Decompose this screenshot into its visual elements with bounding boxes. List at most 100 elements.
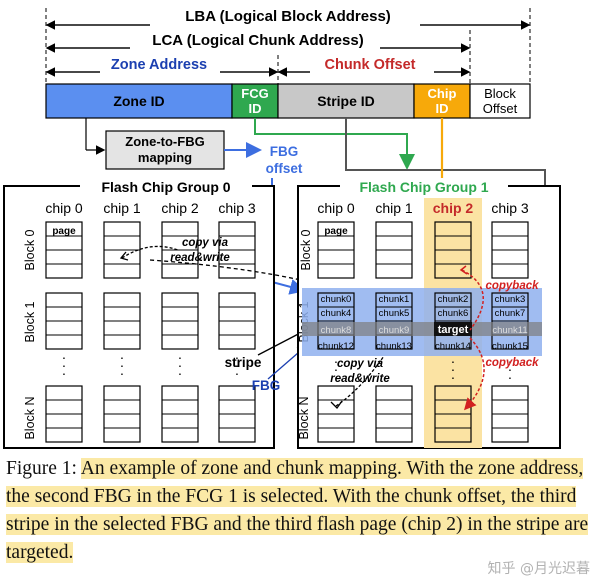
- svg-text:·: ·: [120, 357, 125, 373]
- fcg0-dots: ··· ··· ··· ···: [62, 349, 240, 381]
- fcg1-blocks: [317, 221, 529, 443]
- zone-id-field: [45, 83, 233, 119]
- svg-text:Block 0: Block 0: [23, 229, 37, 270]
- svg-text:Block 1: Block 1: [23, 301, 37, 342]
- svg-text:Chip: Chip: [428, 86, 457, 101]
- svg-text:ID: ID: [436, 101, 449, 116]
- svg-text:·: ·: [120, 365, 125, 381]
- copyback-bottom-label: copyback: [485, 357, 539, 369]
- svg-text:·: ·: [235, 365, 240, 381]
- svg-text:chip 2: chip 2: [433, 200, 474, 216]
- svg-text:·: ·: [178, 357, 183, 373]
- svg-text:chunk2: chunk2: [438, 294, 469, 305]
- svg-text:·: ·: [451, 361, 456, 377]
- svg-text:·: ·: [334, 353, 339, 369]
- svg-text:·: ·: [62, 357, 67, 373]
- svg-text:ID: ID: [249, 101, 262, 116]
- svg-text:Block N: Block N: [297, 396, 311, 439]
- lba-label: LBA (Logical Block Address): [185, 8, 391, 25]
- chunk-offset-label: Chunk Offset: [324, 57, 415, 73]
- fcg1-dots: ··· ··· ···: [334, 353, 513, 385]
- svg-text:target: target: [438, 324, 469, 336]
- svg-text:·: ·: [120, 349, 125, 365]
- svg-text:Offset: Offset: [483, 101, 518, 116]
- flash-chip-group-1: Flash Chip Group 1 chip 0 chip 1 chip 2 …: [297, 178, 561, 449]
- fbg-offset-label-1: FBG: [270, 144, 299, 159]
- fcg1-chunks: chunk0 chunk1 chunk2 chunk3 chunk4 chunk…: [321, 294, 526, 319]
- svg-text:Zone-to-FBG: Zone-to-FBG: [125, 134, 204, 149]
- svg-text:Stripe ID: Stripe ID: [317, 93, 375, 109]
- svg-text:chip 0: chip 0: [45, 200, 83, 216]
- stripe-row-highlight: [302, 322, 542, 336]
- zone-chunk-dimension: Zone Address Chunk Offset: [45, 55, 471, 84]
- svg-text:Block: Block: [484, 86, 516, 101]
- svg-text:·: ·: [334, 361, 339, 377]
- svg-text:chip 1: chip 1: [375, 200, 413, 216]
- svg-text:·: ·: [178, 349, 183, 365]
- svg-text:·: ·: [235, 357, 240, 373]
- svg-text:page: page: [52, 226, 76, 237]
- svg-text:chunk8: chunk8: [321, 325, 352, 336]
- svg-text:Block 0: Block 0: [299, 229, 313, 270]
- svg-text:chip 1: chip 1: [103, 200, 141, 216]
- svg-text:read&write: read&write: [330, 373, 390, 385]
- svg-text:chunk11: chunk11: [492, 325, 527, 336]
- svg-text:·: ·: [508, 353, 513, 369]
- fcg1-title: Flash Chip Group 1: [359, 179, 488, 195]
- svg-text:·: ·: [451, 369, 456, 385]
- zone-address-label: Zone Address: [111, 57, 207, 73]
- lba-dimension: LBA (Logical Block Address): [45, 6, 531, 84]
- lca-dimension: LCA (Logical Chunk Address): [45, 30, 471, 84]
- figure-caption: Figure 1: An example of zone and chunk m…: [6, 455, 596, 567]
- address-field-bar: Zone ID FCG ID Stripe ID Chip ID Block O…: [45, 83, 531, 119]
- svg-text:chunk4: chunk4: [321, 308, 352, 319]
- copy-via-label: copy via: [182, 237, 229, 249]
- svg-text:chunk7: chunk7: [495, 308, 526, 319]
- svg-text:chip 3: chip 3: [218, 200, 256, 216]
- svg-text:read&write: read&write: [170, 252, 230, 264]
- svg-text:·: ·: [178, 365, 183, 381]
- flash-chip-group-0: Flash Chip Group 0 chip 0 chip 1 chip 2 …: [3, 178, 281, 449]
- svg-text:chip 0: chip 0: [317, 200, 355, 216]
- fcg-id-field: [231, 83, 279, 119]
- svg-text:·: ·: [451, 353, 456, 369]
- fbg-offset-label-2: offset: [266, 161, 303, 176]
- svg-text:chunk14: chunk14: [435, 341, 471, 352]
- caption-prefix: Figure 1:: [6, 458, 81, 479]
- svg-text:chunk0: chunk0: [321, 294, 352, 305]
- svg-text:·: ·: [62, 349, 67, 365]
- svg-text:·: ·: [235, 349, 240, 365]
- svg-text:chunk3: chunk3: [495, 294, 526, 305]
- svg-text:mapping: mapping: [138, 150, 192, 165]
- svg-text:·: ·: [508, 369, 513, 385]
- watermark: 知乎 @月光迟暮: [487, 561, 590, 577]
- fbg-label: FBG: [252, 378, 281, 393]
- svg-text:chunk6: chunk6: [438, 308, 469, 319]
- target-page: [434, 322, 472, 336]
- svg-text:page: page: [324, 226, 348, 237]
- svg-text:Zone ID: Zone ID: [113, 93, 164, 109]
- caption-body: An example of zone and chunk mapping. Wi…: [6, 458, 589, 563]
- block-offset-field: [469, 83, 531, 119]
- svg-text:chip 2: chip 2: [161, 200, 199, 216]
- svg-text:chunk12: chunk12: [318, 341, 354, 352]
- zone-to-fbg-mapping-box: Zone-to-FBG mapping: [105, 130, 225, 170]
- copyback-top-label: copyback: [485, 280, 539, 292]
- stripe-label: stripe: [225, 355, 262, 370]
- lca-label: LCA (Logical Chunk Address): [152, 32, 363, 49]
- svg-text:chunk9: chunk9: [379, 325, 410, 336]
- copy-via-label-2: copy via: [337, 358, 384, 370]
- svg-text:Block N: Block N: [23, 396, 37, 439]
- fcg0-title: Flash Chip Group 0: [101, 179, 230, 195]
- svg-text:chunk1: chunk1: [379, 294, 410, 305]
- svg-text:chip 3: chip 3: [491, 200, 529, 216]
- svg-text:·: ·: [508, 361, 513, 377]
- svg-text:chunk15: chunk15: [492, 341, 528, 352]
- svg-text:FCG: FCG: [241, 86, 268, 101]
- svg-text:·: ·: [62, 365, 67, 381]
- zone-chunk-mapping-diagram: LBA (Logical Block Address) LCA (Logical…: [3, 6, 561, 449]
- svg-text:·: ·: [334, 369, 339, 385]
- svg-text:chunk5: chunk5: [379, 308, 410, 319]
- fcg0-blocks: [45, 221, 256, 443]
- svg-text:chunk13: chunk13: [376, 341, 412, 352]
